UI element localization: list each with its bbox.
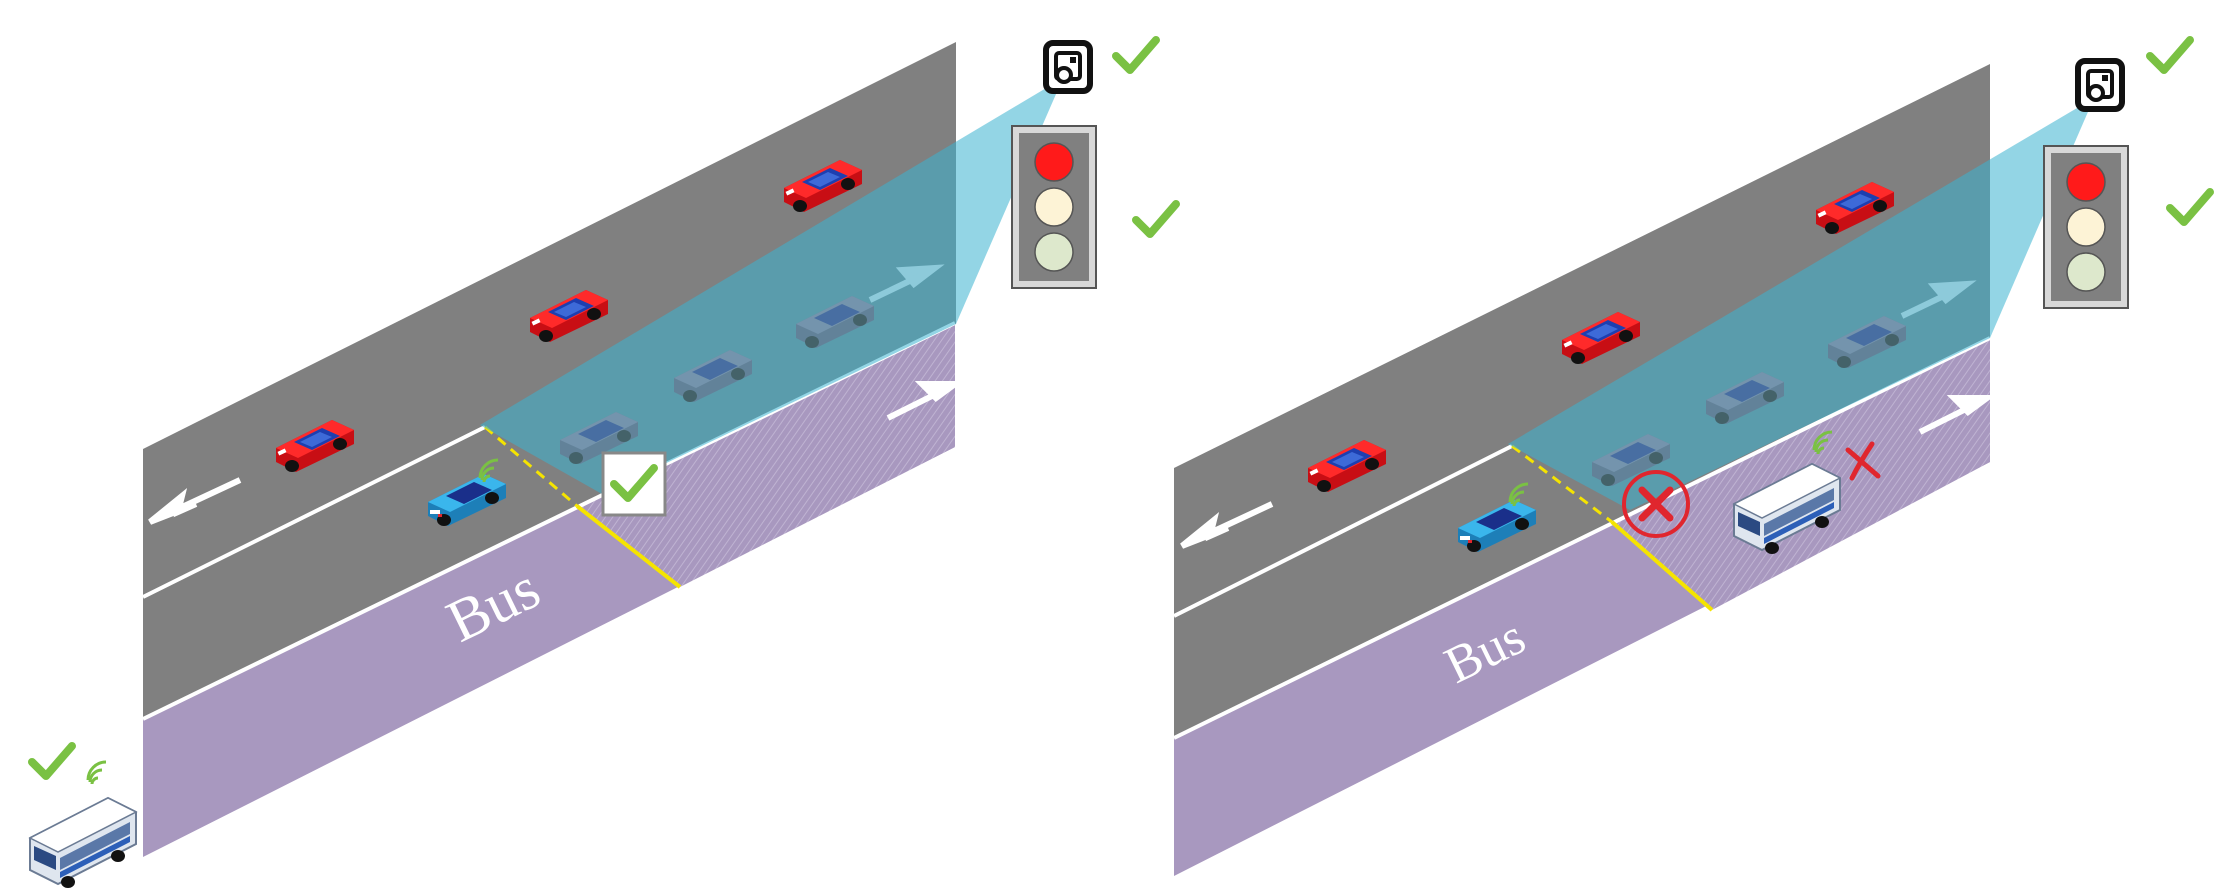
- yellow-dashed-line: [484, 425, 578, 508]
- panel-left: Bus: [29, 40, 1176, 889]
- lane-divider-line: [142, 425, 486, 599]
- violation-circle: [1622, 470, 1690, 538]
- yellow-dashed-line: [1511, 444, 1613, 524]
- check-icon: [1136, 204, 1176, 234]
- violation-x-icon: [1638, 486, 1674, 522]
- wireless-signal-icon: [86, 760, 108, 786]
- direction-arrow-right: [1918, 395, 1997, 435]
- direction-arrow-ghost: [1900, 280, 1977, 319]
- direction-arrow-right: [886, 381, 965, 421]
- panel-right: Bus: [1173, 40, 2210, 876]
- violation-x-icon: [1845, 441, 1881, 481]
- lane-divider-line: [1173, 444, 1513, 618]
- traffic-light: [1011, 125, 1097, 289]
- camera-view-cone: [480, 78, 1063, 494]
- bus-lane-boundary-line: [1173, 336, 1991, 740]
- traffic-light: [2043, 145, 2129, 309]
- direction-arrow-left: [1180, 501, 1274, 549]
- bus-lane-enforcement-zone: [577, 323, 955, 587]
- camera-view-cone: [1508, 98, 2094, 510]
- camera-icon: [2078, 61, 2122, 109]
- direction-arrow-ghost: [868, 264, 945, 303]
- check-icon: [1116, 40, 1156, 70]
- yellow-stop-line: [575, 504, 682, 589]
- camera-icon: [1046, 43, 1090, 91]
- direction-arrow-left: [148, 477, 242, 525]
- check-icon: [2170, 192, 2210, 222]
- check-icon: [32, 746, 72, 776]
- check-icon: [2150, 40, 2190, 70]
- yellow-stop-line: [1610, 520, 1714, 612]
- bus-icon: [29, 797, 137, 889]
- road-surface: [143, 42, 956, 719]
